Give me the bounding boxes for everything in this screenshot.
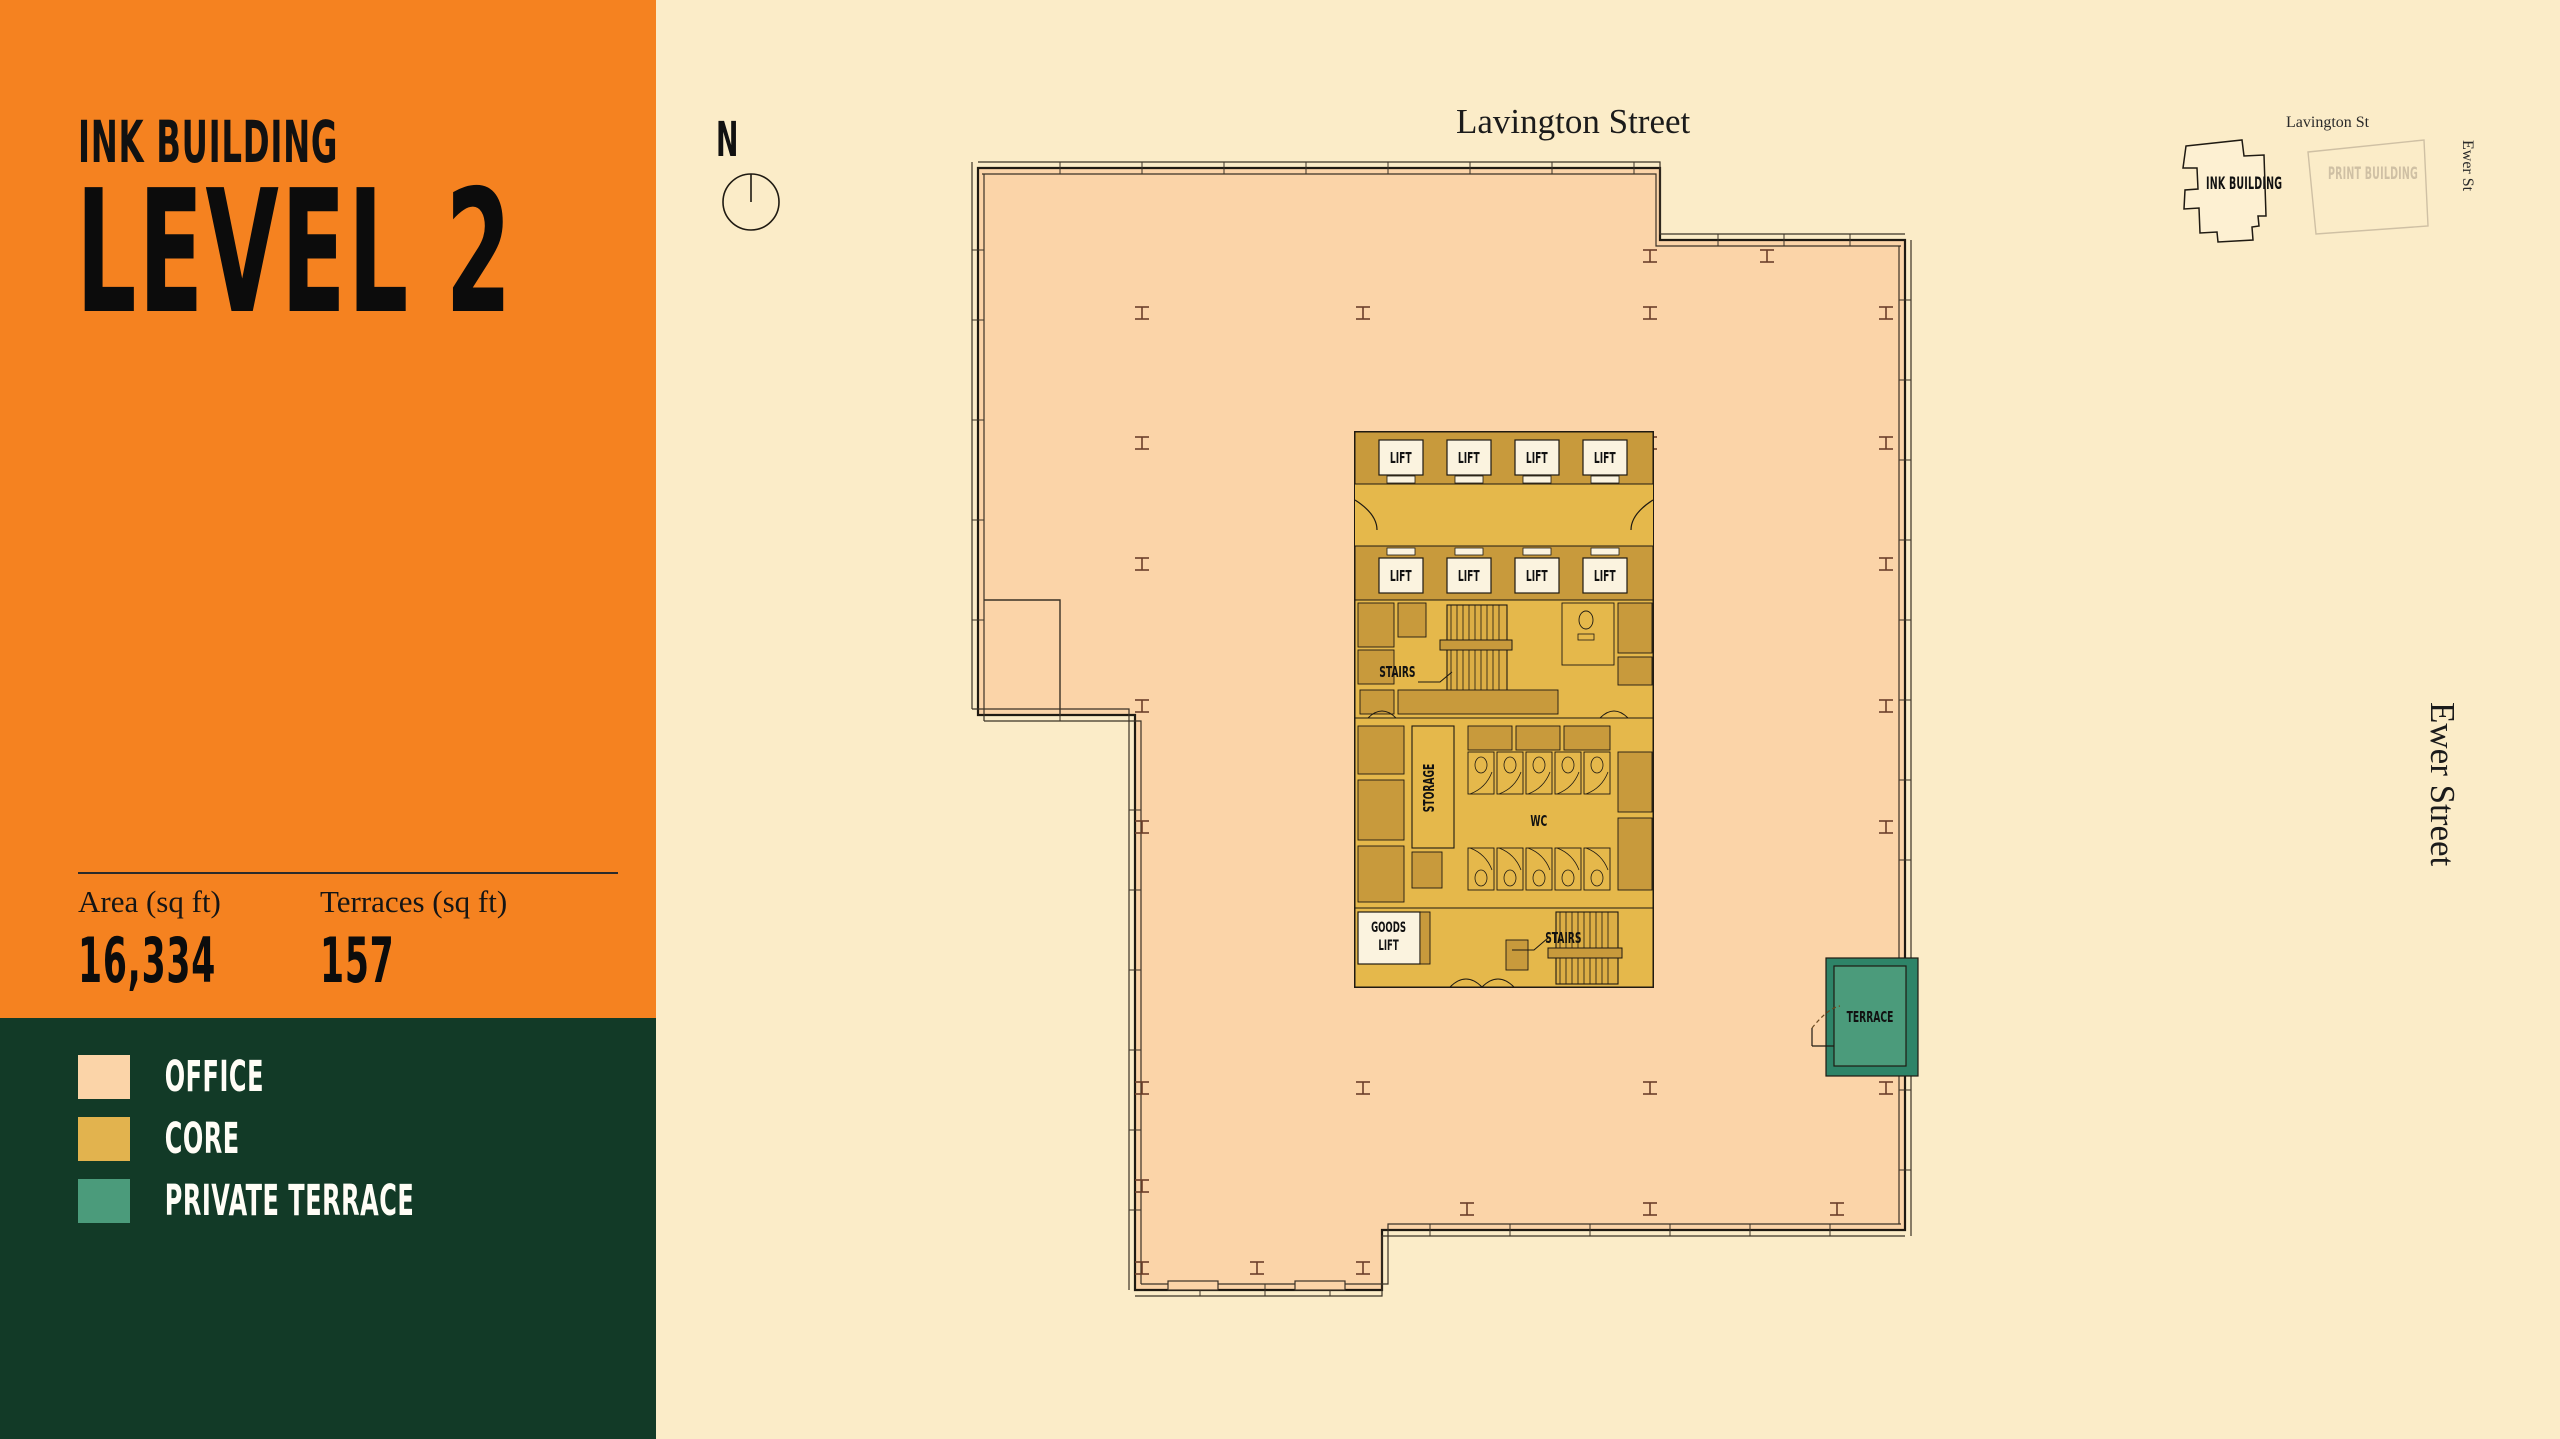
lift-bank-lower: [1354, 545, 1654, 601]
page-title: LEVEL 2: [76, 154, 514, 352]
lift-car-7: [1514, 557, 1560, 594]
goods-lift-label-line1: GOODS: [1371, 919, 1406, 935]
stat-terraces: Terraces (sq ft) 157: [320, 884, 507, 997]
street-label-ewer: Ewer Street: [2423, 702, 2462, 867]
stairs-label-upper: STAIRS: [1379, 664, 1415, 682]
private-terrace: [1811, 957, 1919, 1077]
stat-area-value: 16,334: [78, 924, 217, 997]
lift-label-4: LIFT: [1594, 450, 1616, 468]
lift-car-4: [1582, 439, 1628, 476]
sidebar-header-panel: INK BUILDING LEVEL 2 Area (sq ft) 16,334…: [0, 0, 656, 1018]
wc-cubicles-lower: [1467, 847, 1611, 891]
lift-bank-upper: [1354, 431, 1654, 485]
stairs-lower-run: [1547, 911, 1623, 985]
column-markers: [1135, 249, 1893, 1275]
floor-alcove: [984, 599, 1061, 715]
key-plan: Lavington St Ewer St INK BUILDING PRINT …: [2180, 114, 2520, 260]
core-text-labels: LIFT LIFT LIFT LIFT LIFT LIFT LIFT LIFT …: [1371, 450, 1893, 1027]
stairs-label-lower: STAIRS: [1545, 930, 1581, 948]
key-plan-street-ewer: Ewer St: [2459, 140, 2476, 192]
lift-car-6: [1446, 557, 1492, 594]
terrace-label: TERRACE: [1847, 1009, 1894, 1027]
stat-area: Area (sq ft) 16,334: [78, 884, 301, 997]
building-name: INK BUILDING: [78, 108, 339, 176]
lift-car-3: [1514, 439, 1560, 476]
legend-item-core: CORE: [78, 1114, 589, 1164]
lift-label-1: LIFT: [1390, 450, 1412, 468]
north-arrow-dial-icon: [722, 173, 780, 231]
sidebar: INK BUILDING LEVEL 2 Area (sq ft) 16,334…: [0, 0, 656, 1439]
storage-room: [1411, 725, 1455, 849]
lift-car-8: [1582, 557, 1628, 594]
lift-lobby: [1354, 483, 1654, 547]
legend-label-office: OFFICE: [164, 1052, 264, 1102]
core-upper-service-zone: [1354, 599, 1654, 719]
lift-label-6: LIFT: [1458, 568, 1480, 586]
lift-car-5: [1378, 557, 1424, 594]
storage-label: STORAGE: [1421, 764, 1439, 813]
key-plan-shapes: [2182, 139, 2429, 243]
stats-divider: [78, 872, 618, 874]
mullion-ticks: [972, 162, 1911, 1296]
lift-label-2: LIFT: [1458, 450, 1480, 468]
north-letter: N: [716, 112, 740, 168]
label-leader-lines: [1418, 671, 1549, 951]
legend-swatch-private-terrace: [78, 1179, 130, 1223]
legend-swatch-office: [78, 1055, 130, 1099]
terrace-door-swing-icon: [1811, 1005, 1841, 1029]
legend-swatch-core: [78, 1117, 130, 1161]
office-floor-area: [976, 166, 1907, 1292]
stat-terraces-value: 157: [320, 924, 395, 997]
legend: OFFICE CORE PRIVATE TERRACE: [78, 1052, 589, 1241]
lift-label-3: LIFT: [1526, 450, 1548, 468]
legend-label-private-terrace: PRIVATE TERRACE: [164, 1176, 415, 1226]
core-area: [1354, 431, 1654, 988]
lift-car-2: [1446, 439, 1492, 476]
lift-label-7: LIFT: [1526, 568, 1548, 586]
street-label-lavington: Lavington Street: [1456, 102, 1691, 141]
key-plan-label-print-building[interactable]: PRINT BUILDING: [2328, 164, 2419, 184]
perimeter-walls: [971, 161, 1912, 1297]
bottom-wall-openings: [1167, 1280, 1346, 1291]
core-wc-zone: [1354, 717, 1654, 909]
key-plan-label-ink-building[interactable]: INK BUILDING: [2206, 174, 2283, 194]
lift-car-1: [1378, 439, 1424, 476]
wc-cubicles-upper: [1467, 751, 1611, 795]
wc-label: WC: [1530, 813, 1547, 831]
legend-label-core: CORE: [164, 1114, 240, 1164]
core-lower-service-zone: [1354, 907, 1654, 988]
legend-item-private-terrace: PRIVATE TERRACE: [78, 1176, 589, 1226]
goods-lift-car: [1357, 911, 1421, 965]
lift-label-5: LIFT: [1390, 568, 1412, 586]
goods-lift-label-line2: LIFT: [1378, 937, 1399, 953]
stat-terraces-label: Terraces (sq ft): [320, 884, 508, 919]
north-indicator: N: [716, 112, 806, 242]
lift-label-8: LIFT: [1594, 568, 1616, 586]
legend-item-office: OFFICE: [78, 1052, 589, 1102]
key-plan-street-lavington: Lavington St: [2286, 114, 2370, 131]
stat-area-label: Area (sq ft): [78, 884, 221, 919]
stairs-upper-run: [1439, 604, 1513, 694]
